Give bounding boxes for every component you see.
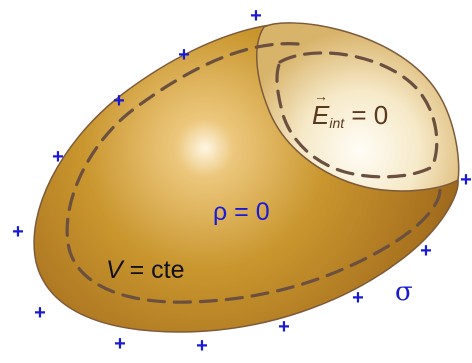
gaussian-surface-cavity — [275, 51, 439, 179]
vector-arrow-icon: → — [314, 88, 328, 104]
internal-field-label: →Eint = 0 — [312, 89, 389, 131]
charge-plus-8: + — [196, 335, 208, 357]
field-value: = 0 — [344, 100, 389, 130]
charge-plus-3: + — [113, 90, 125, 112]
charge-plus-11: + — [420, 240, 432, 262]
charge-plus-1: + — [250, 5, 262, 27]
charge-plus-7: + — [114, 333, 126, 355]
field-vector-symbol: →E — [312, 89, 330, 130]
charge-plus-10: + — [352, 287, 364, 309]
surface-density-label: σ — [395, 277, 413, 307]
field-subscript: int — [329, 115, 345, 131]
gaussian-surface-conductor — [65, 42, 442, 304]
cavity — [256, 22, 460, 192]
charge-density-label: ρ = 0 — [213, 198, 270, 226]
potential-symbol: V — [106, 256, 123, 284]
charge-plus-12: + — [460, 169, 472, 191]
charge-plus-5: + — [12, 221, 24, 243]
field-symbol: E — [312, 100, 330, 130]
potential-value: = cte — [122, 256, 185, 284]
charge-plus-9: + — [278, 316, 290, 338]
potential-label: V = cte — [106, 258, 185, 283]
charge-plus-2: + — [178, 44, 190, 66]
charge-plus-6: + — [34, 302, 46, 324]
charge-plus-4: + — [52, 146, 64, 168]
